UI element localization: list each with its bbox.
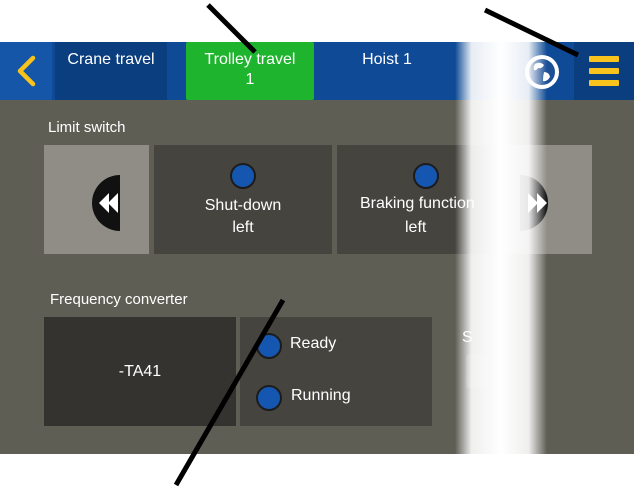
tab-trolley-travel[interactable]: Trolley travel 1 bbox=[186, 42, 314, 100]
scroll-left-button[interactable] bbox=[44, 145, 149, 254]
running-indicator bbox=[256, 385, 282, 411]
tab-crane-travel[interactable]: Crane travel bbox=[55, 42, 167, 100]
light-glare bbox=[455, 42, 547, 454]
tab-hoist[interactable]: Hoist 1 bbox=[322, 42, 452, 100]
limit-switch-label: Limit switch bbox=[48, 119, 126, 136]
status-running-label: Running bbox=[291, 387, 351, 404]
frequency-converter-label: Frequency converter bbox=[50, 291, 188, 308]
converter-device-id: -TA41 bbox=[118, 363, 162, 380]
back-button[interactable] bbox=[0, 42, 52, 100]
tab-label: Hoist 1 bbox=[362, 51, 412, 68]
limit-switch-label-line2: left bbox=[232, 219, 254, 236]
limit-switch-label-line1: Braking function bbox=[360, 195, 475, 212]
chevron-left-icon bbox=[17, 55, 36, 87]
tab-label: Crane travel bbox=[67, 51, 155, 68]
hmi-screen: Crane travel Trolley travel 1 Hoist 1 Li… bbox=[0, 42, 634, 454]
pointer-line-1 bbox=[206, 3, 257, 54]
pointer-line-2 bbox=[483, 7, 580, 58]
limit-switch-shutdown-left: Shut-down left bbox=[154, 145, 332, 254]
tab-label-number: 1 bbox=[245, 71, 255, 88]
status-ready-label: Ready bbox=[290, 335, 337, 352]
status-indicator bbox=[230, 163, 256, 189]
pointer-line-3 bbox=[173, 298, 286, 487]
converter-status-panel: Ready Running bbox=[240, 317, 432, 426]
hamburger-menu-icon bbox=[589, 56, 619, 86]
limit-switch-label-line1: Shut-down bbox=[204, 197, 282, 214]
limit-switch-label-line2: left bbox=[405, 219, 427, 236]
double-chevron-left-icon bbox=[92, 175, 120, 231]
converter-device-tile[interactable]: -TA41 bbox=[44, 317, 236, 426]
tab-label: Trolley travel bbox=[204, 51, 296, 68]
ready-indicator bbox=[256, 333, 282, 359]
menu-button[interactable] bbox=[574, 42, 634, 100]
status-indicator bbox=[413, 163, 439, 189]
